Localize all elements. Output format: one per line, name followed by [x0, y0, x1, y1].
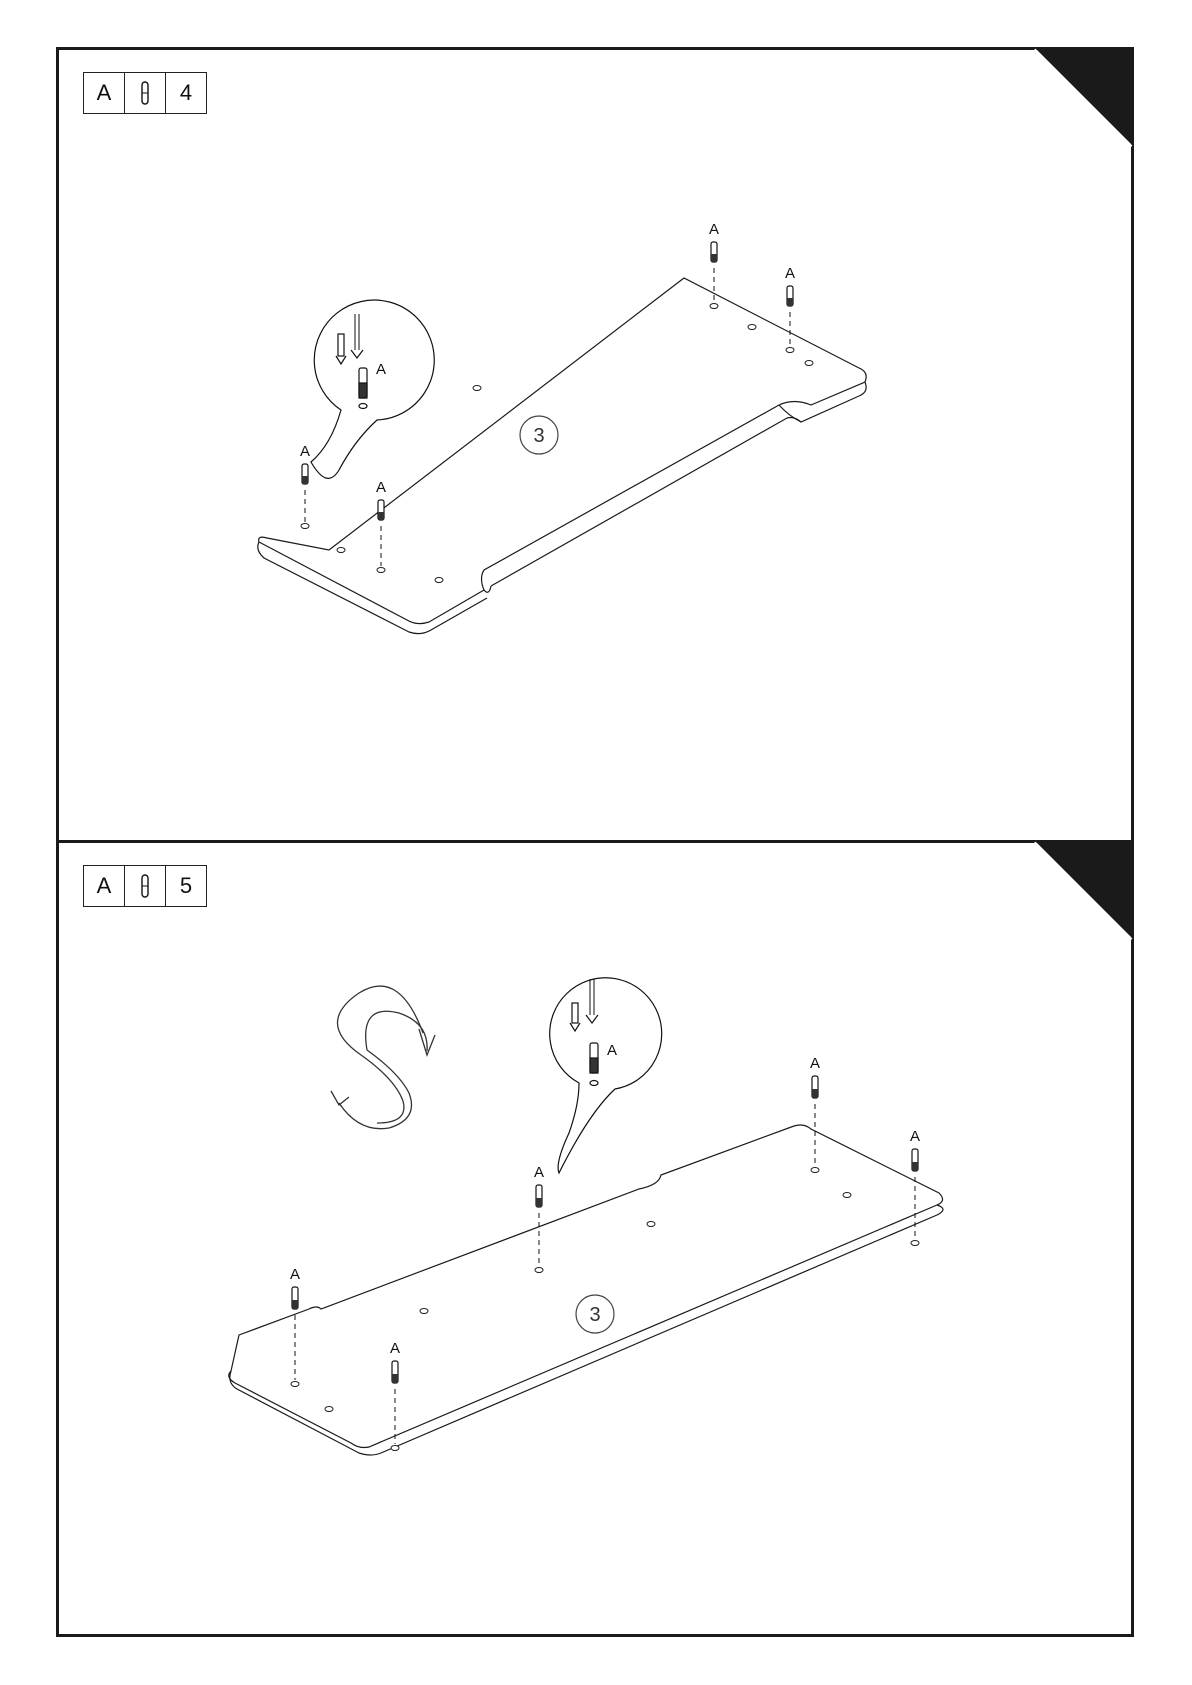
dowel-label: A — [709, 221, 719, 238]
step-4-drawing: 3 A A A A — [59, 50, 1131, 841]
step-5-drawing: 3 A A A A A — [59, 843, 1131, 1634]
dowel: A — [534, 1164, 544, 1266]
detail-callout — [550, 978, 662, 1173]
dowel-label: A — [910, 1128, 920, 1145]
step-4-panel: A 4 3 — [56, 47, 1134, 844]
dowel: A — [300, 443, 310, 522]
panel-number: 3 — [533, 425, 544, 447]
dowel-holes — [291, 1168, 919, 1451]
dowel: A — [376, 479, 386, 566]
panel-number: 3 — [589, 1304, 600, 1326]
dowel: A — [709, 221, 719, 302]
dowel-label: A — [785, 265, 795, 282]
dowel-label: A — [810, 1055, 820, 1072]
dowel-label: A — [390, 1340, 400, 1357]
panel-number-badge: 3 — [520, 416, 558, 454]
board-3-bottom — [229, 1125, 943, 1455]
panel-number-badge: 3 — [576, 1295, 614, 1333]
callout-label: A — [376, 361, 386, 378]
flip-rotate-icon — [331, 986, 435, 1129]
step-5-panel: A 5 — [56, 840, 1134, 1637]
dowel-label: A — [290, 1266, 300, 1283]
dowel: A — [390, 1340, 400, 1444]
callout-label: A — [607, 1042, 617, 1059]
dowel: A — [810, 1055, 820, 1166]
dowel-label: A — [534, 1164, 544, 1181]
detail-callout — [311, 300, 434, 478]
dowel-label: A — [300, 443, 310, 460]
dowel: A — [290, 1266, 300, 1380]
dowel-label: A — [376, 479, 386, 496]
